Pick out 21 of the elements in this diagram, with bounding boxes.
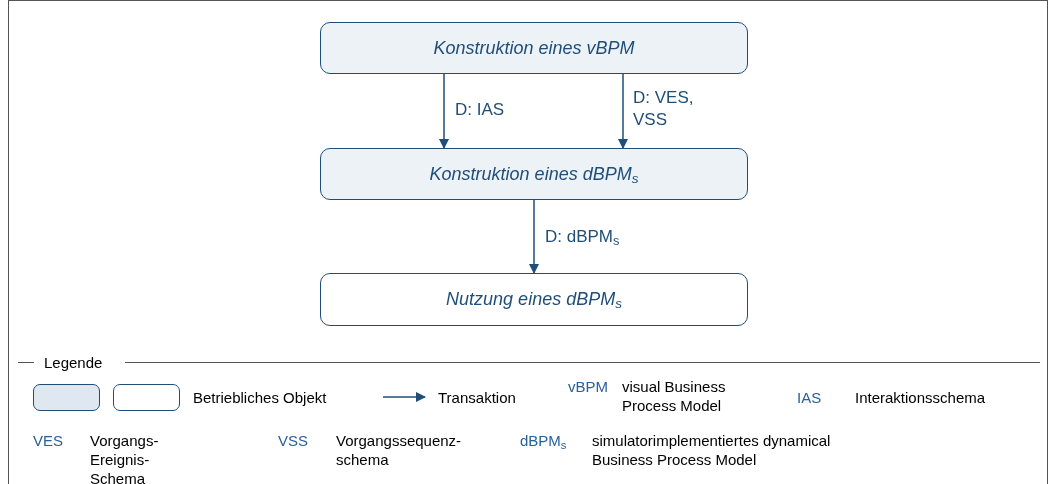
process-box: [320, 273, 748, 326]
abbreviation-definition: Vorgangs-Ereignis-Schema: [90, 431, 160, 484]
abbreviation: vBPM: [568, 377, 609, 396]
arrow: [618, 73, 628, 149]
abbreviation: IAS: [797, 388, 823, 407]
abbreviation-definition: visual Business Process Model: [622, 377, 727, 415]
abbreviation: VSS: [278, 431, 309, 450]
legend-text: Transaktion: [438, 388, 516, 407]
abbreviation-definition: Vorgangssequenz-schema: [336, 431, 461, 469]
box-title: Nutzung eines dBPM$_{s}$: [446, 288, 622, 313]
process-box: [320, 148, 748, 200]
arrow: [439, 73, 449, 149]
legend-text: Betriebliches Objekt: [193, 388, 327, 407]
abbreviation-definition: Interaktionsschema: [855, 388, 987, 407]
abbreviation: dBPM$_{s}$: [520, 431, 568, 450]
abbreviation-definition: simulatorimplementiertes dynamical Business Process Model: [592, 431, 832, 469]
abbreviation: VES: [33, 431, 64, 450]
process-box: [320, 22, 748, 74]
box-title: Konstruktion eines dBPM$_{s}$: [429, 162, 639, 188]
arrow: [529, 199, 539, 274]
box-title: Konstruktion eines vBPM: [433, 36, 635, 60]
